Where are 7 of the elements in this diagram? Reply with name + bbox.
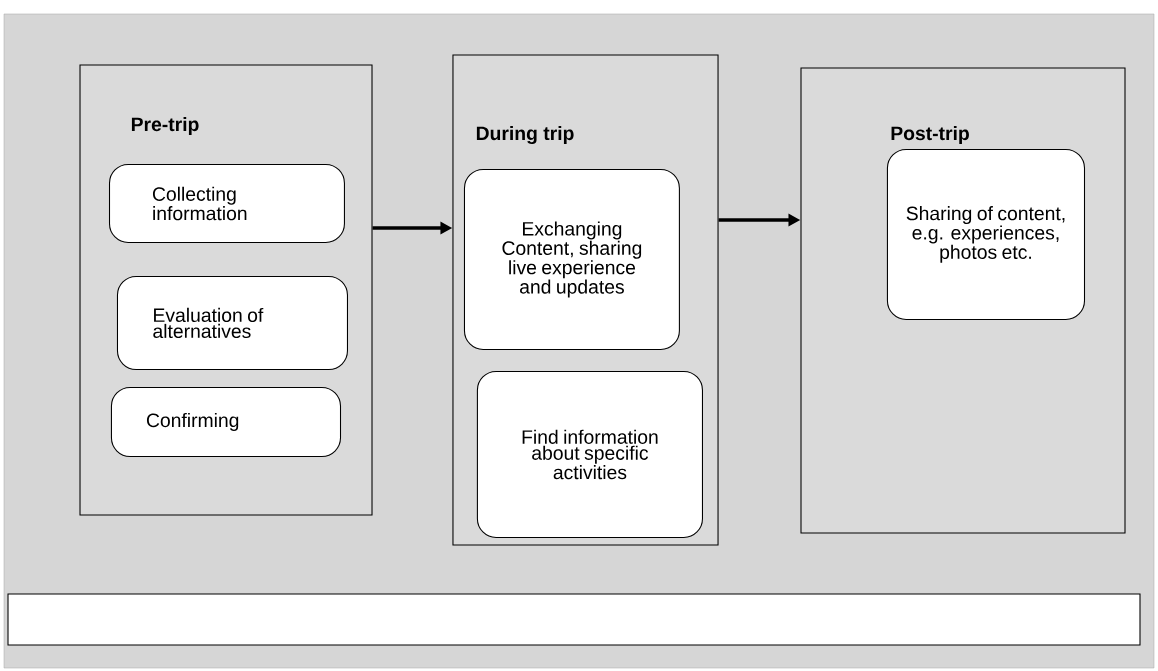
- activity-box: Find information about specific activities: [476, 370, 703, 538]
- activity-box: Sharing of content, e.g. experiences, photos etc.: [886, 148, 1086, 320]
- activity-box: Evaluation of alternatives: [116, 275, 348, 371]
- activity-box: Confirming: [110, 386, 342, 458]
- activity-box: Collecting information: [108, 163, 345, 243]
- note-box: [7, 593, 1141, 646]
- activity-box: Exchanging Content, sharing live experience and updates: [463, 168, 680, 350]
